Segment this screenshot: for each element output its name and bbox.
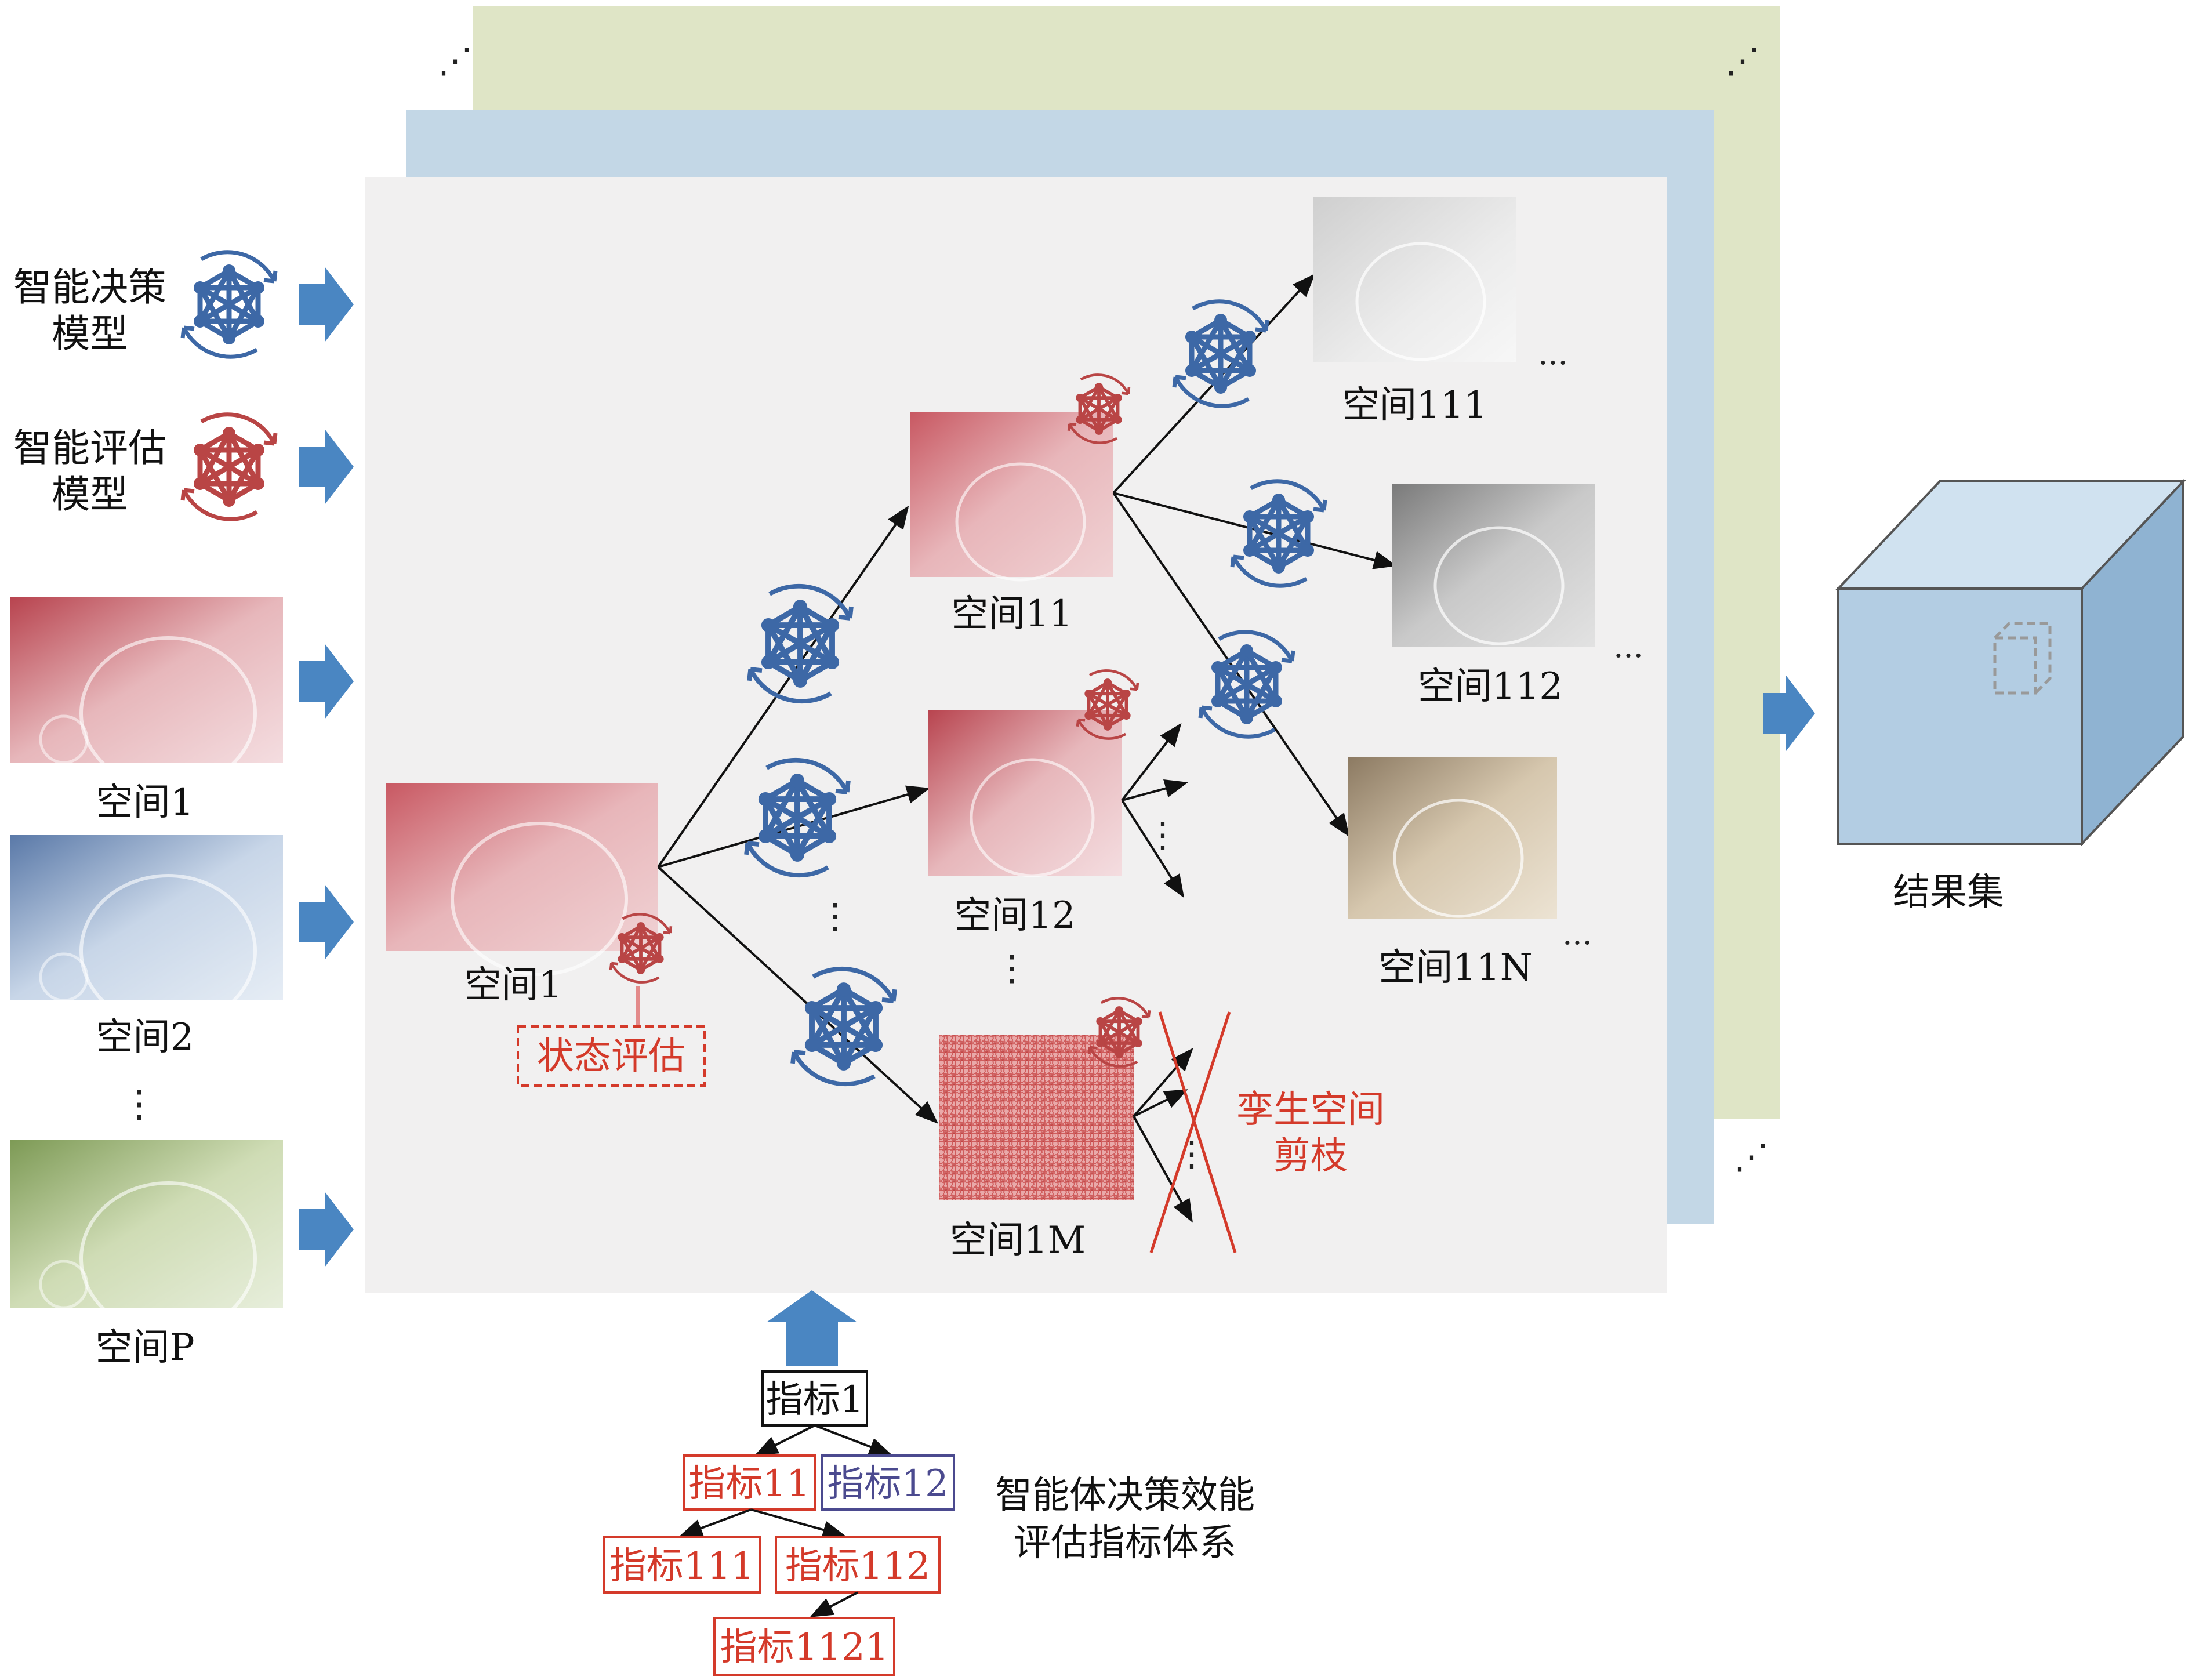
- space-thumbnail-P: [10, 1140, 283, 1336]
- space-thumbnail-2: [10, 835, 283, 1028]
- space1M-label: 空间1M: [950, 1219, 1086, 1262]
- edge-space11-to-space11N: [1112, 492, 1350, 837]
- decision-model-label-line2: 模型: [52, 311, 128, 356]
- edge-indicator-112-to-1121: [810, 1591, 858, 1617]
- indicator-111-box: [603, 1536, 761, 1594]
- state-eval-box: [517, 1025, 706, 1087]
- edge-indicator-root-to-12: [814, 1424, 892, 1456]
- space11N-thumbnail: [1348, 757, 1557, 919]
- edge-indicator-11-to-111: [679, 1508, 752, 1537]
- indicator-1121-box: [713, 1617, 895, 1676]
- level1-v-ellipsis-mid: ⋮: [995, 948, 1029, 989]
- edge-indicator-root-to-11: [754, 1424, 815, 1456]
- level1-v-ellipsis-left: ⋮: [818, 896, 852, 937]
- pruning-label-line1: 孪生空间: [1236, 1088, 1385, 1131]
- input-arrow-space1: [299, 644, 354, 719]
- edge-space12-to-lower: [1121, 799, 1185, 898]
- indicator-system-title-line1: 智能体决策效能: [995, 1474, 1255, 1517]
- indicator-11-box: [683, 1454, 816, 1511]
- edge-root-to-space1M: [657, 866, 938, 1124]
- layer-ellipsis-top-right: ⋰: [1725, 41, 1760, 81]
- decision-model-network-icon: [183, 252, 275, 357]
- prune-cross-line-1: [1158, 1011, 1237, 1253]
- space11N-label: 空间11N: [1378, 946, 1532, 989]
- space11N-children-ellipsis: ...: [1562, 915, 1592, 952]
- indicator-1121-label: 指标1121: [720, 1626, 889, 1669]
- space111-label: 空间111: [1342, 384, 1487, 427]
- space-list-ellipsis: ⋮: [121, 1083, 158, 1126]
- space12-thumbnail: [928, 710, 1122, 877]
- indicator-root-label: 指标1: [766, 1378, 864, 1421]
- prune-cross-line-2: [1149, 1011, 1231, 1253]
- space112-children-ellipsis: ...: [1613, 628, 1643, 665]
- output-arrow: [1763, 676, 1815, 751]
- state-eval-label: 状态评估: [537, 1035, 685, 1078]
- indicator-system-title-line2: 评估指标体系: [1014, 1522, 1236, 1565]
- edge-space12-to-upper: [1121, 723, 1182, 801]
- edge-space12-to-middle: [1122, 779, 1188, 801]
- input-arrow-spaceP: [299, 1192, 354, 1267]
- eval-model-label-line1: 智能评估: [13, 426, 166, 470]
- space1M-thumbnail: [939, 1035, 1134, 1200]
- edge-space1M-to-upper: [1133, 1047, 1193, 1117]
- space-thumbnail-1: [10, 597, 283, 790]
- space112-thumbnail: [1392, 484, 1595, 647]
- space11-label: 空间11: [951, 593, 1072, 636]
- indicator-12-label: 指标12: [827, 1463, 948, 1505]
- pruning-label-line2: 剪枝: [1273, 1135, 1348, 1178]
- edge-root-to-space11: [657, 505, 909, 868]
- input-arrow-eval: [299, 429, 354, 505]
- indicator-112-box: [775, 1536, 941, 1594]
- space111-thumbnail: [1313, 197, 1516, 362]
- eval-model-label-line2: 模型: [52, 472, 128, 517]
- space112-label: 空间112: [1418, 665, 1563, 708]
- result-label: 结果集: [1893, 871, 2004, 914]
- space12-label: 空间12: [954, 894, 1075, 937]
- indicator-111-label: 指标111: [609, 1545, 754, 1588]
- edge-space1M-to-lower: [1133, 1116, 1193, 1223]
- indicator-12-box: [821, 1454, 955, 1511]
- input-arrow-space2: [299, 884, 354, 960]
- indicator-11-label: 指标11: [688, 1463, 810, 1505]
- space11-thumbnail: [910, 412, 1113, 582]
- root-space-thumbnail: [386, 783, 658, 976]
- space12-children-ellipsis: ⋮: [1145, 815, 1180, 855]
- space111-children-ellipsis: ...: [1538, 335, 1568, 372]
- space-label-2: 空间2: [96, 1016, 194, 1059]
- edge-root-to-space12: [658, 785, 930, 868]
- indicator-root-box: [761, 1370, 868, 1427]
- edge-indicator-11-to-112: [750, 1508, 846, 1539]
- indicator-up-arrow: [767, 1290, 857, 1366]
- decision-model-label-line1: 智能决策: [13, 265, 166, 310]
- root-space-label: 空间1: [464, 964, 562, 1007]
- layer-ellipsis-bottom-right: ⋰: [1734, 1137, 1769, 1177]
- layer-ellipsis-top-left: ⋰: [438, 41, 473, 81]
- input-arrow-decision: [299, 267, 354, 342]
- eval-model-network-icon: [183, 415, 275, 519]
- space-label-P: 空间P: [95, 1326, 194, 1369]
- indicator-112-label: 指标112: [785, 1545, 930, 1588]
- result-cube: [1835, 478, 2186, 847]
- edge-space1M-to-middle: [1133, 1089, 1188, 1117]
- space-label-1: 空间1: [96, 781, 194, 824]
